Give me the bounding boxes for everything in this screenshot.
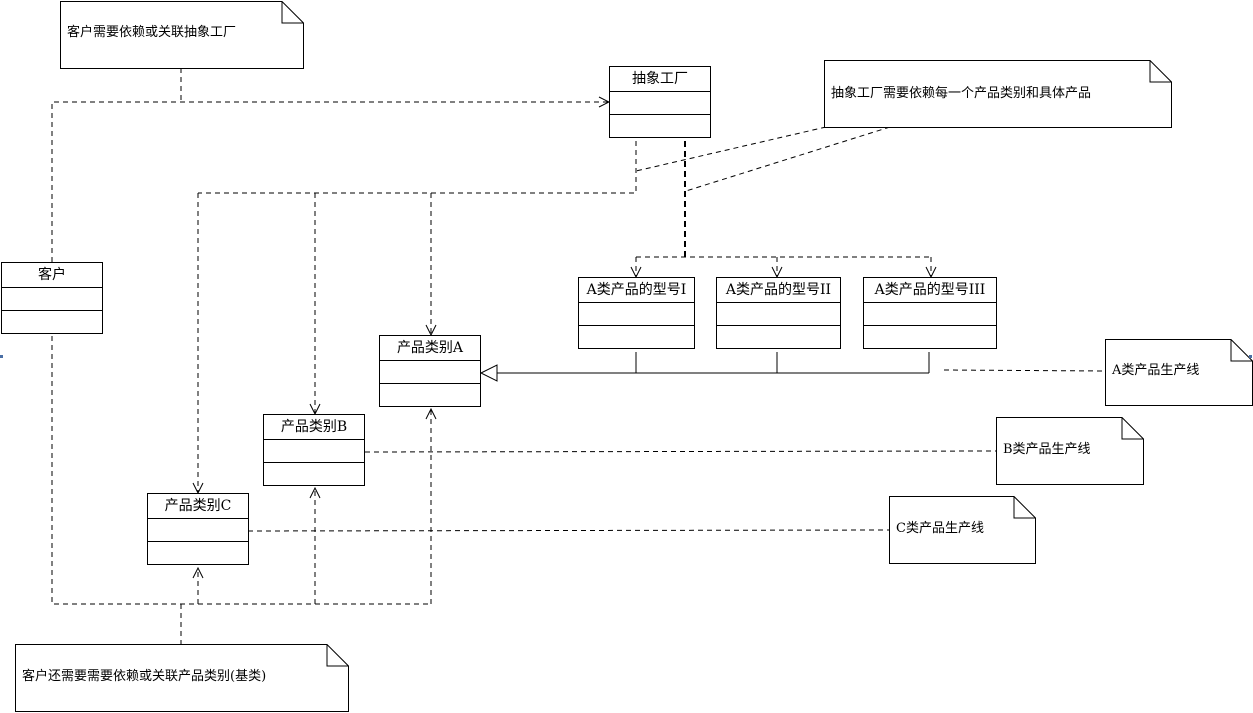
note-text: B类产品生产线 <box>1003 442 1091 457</box>
operations-section <box>264 462 364 485</box>
abstract-factory-class[interactable]: 抽象工厂 <box>609 66 711 138</box>
note-factory-depends-all[interactable]: 抽象工厂需要依赖每一个产品类别和具体产品 <box>824 60 1172 128</box>
model-1-class[interactable]: A类产品的型号I <box>578 277 695 349</box>
class-name: A类产品的型号II <box>725 282 832 298</box>
note-anchor-factory-1 <box>635 126 827 172</box>
note-text: A类产品生产线 <box>1112 363 1200 378</box>
category-c-class[interactable]: 产品类别C <box>147 493 249 565</box>
attributes-section <box>864 302 996 325</box>
model-3-class[interactable]: A类产品的型号III <box>863 277 997 349</box>
note-shape <box>996 417 1144 485</box>
class-name: 客户 <box>38 267 66 283</box>
attributes-section <box>264 439 364 462</box>
class-name: 产品类别A <box>396 340 464 356</box>
note-client-depends-categories[interactable]: 客户还需要需要依赖或关联产品类别(基类) <box>15 644 349 712</box>
note-text: 抽象工厂需要依赖每一个产品类别和具体产品 <box>831 86 1092 101</box>
operations-section <box>864 325 996 348</box>
note-shape <box>15 644 349 712</box>
attributes-section <box>717 302 840 325</box>
model-2-class[interactable]: A类产品的型号II <box>716 277 841 349</box>
note-client-depends-factory[interactable]: 客户需要依赖或关联抽象工厂 <box>60 1 304 69</box>
operations-section <box>2 310 102 333</box>
class-name: A类产品的型号III <box>874 282 986 298</box>
note-shape <box>1105 339 1253 406</box>
operations-section <box>380 383 480 406</box>
note-anchor-line-a <box>943 369 1107 372</box>
class-name: 产品类别C <box>164 498 232 514</box>
attributes-section <box>2 287 102 310</box>
note-text: 客户还需要需要依赖或关联产品类别(基类) <box>22 669 267 684</box>
attributes-section <box>148 518 248 541</box>
class-name: 产品类别B <box>280 419 348 435</box>
operations-section <box>610 114 710 137</box>
operations-section <box>148 541 248 564</box>
client-to-factory-dependency <box>51 102 609 262</box>
note-shape <box>889 496 1036 564</box>
note-production-line-b[interactable]: B类产品生产线 <box>996 417 1144 485</box>
factory-bus <box>198 141 637 194</box>
client-class[interactable]: 客户 <box>1 262 103 334</box>
operations-section <box>579 325 694 348</box>
note-text: 客户需要依赖或关联抽象工厂 <box>67 25 237 40</box>
generalization-arrowhead <box>479 364 498 382</box>
class-name: A类产品的型号I <box>586 282 687 298</box>
note-shape <box>824 60 1172 128</box>
note-anchor-factory-2 <box>685 126 891 192</box>
canvas-handle-left[interactable] <box>0 355 3 358</box>
category-a-class[interactable]: 产品类别A <box>379 335 481 407</box>
attributes-section <box>610 91 710 114</box>
canvas-handle-right[interactable] <box>1249 355 1252 358</box>
note-production-line-c[interactable]: C类产品生产线 <box>889 496 1036 564</box>
note-anchor-line-b <box>364 450 998 453</box>
class-name: 抽象工厂 <box>632 71 688 87</box>
note-production-line-a[interactable]: A类产品生产线 <box>1105 339 1253 406</box>
attributes-section <box>380 360 480 383</box>
note-shape <box>60 1 304 69</box>
note-text: C类产品生产线 <box>896 521 984 536</box>
operations-section <box>717 325 840 348</box>
note-anchor-line-c <box>247 529 891 532</box>
category-b-class[interactable]: 产品类别B <box>263 414 365 486</box>
attributes-section <box>579 302 694 325</box>
